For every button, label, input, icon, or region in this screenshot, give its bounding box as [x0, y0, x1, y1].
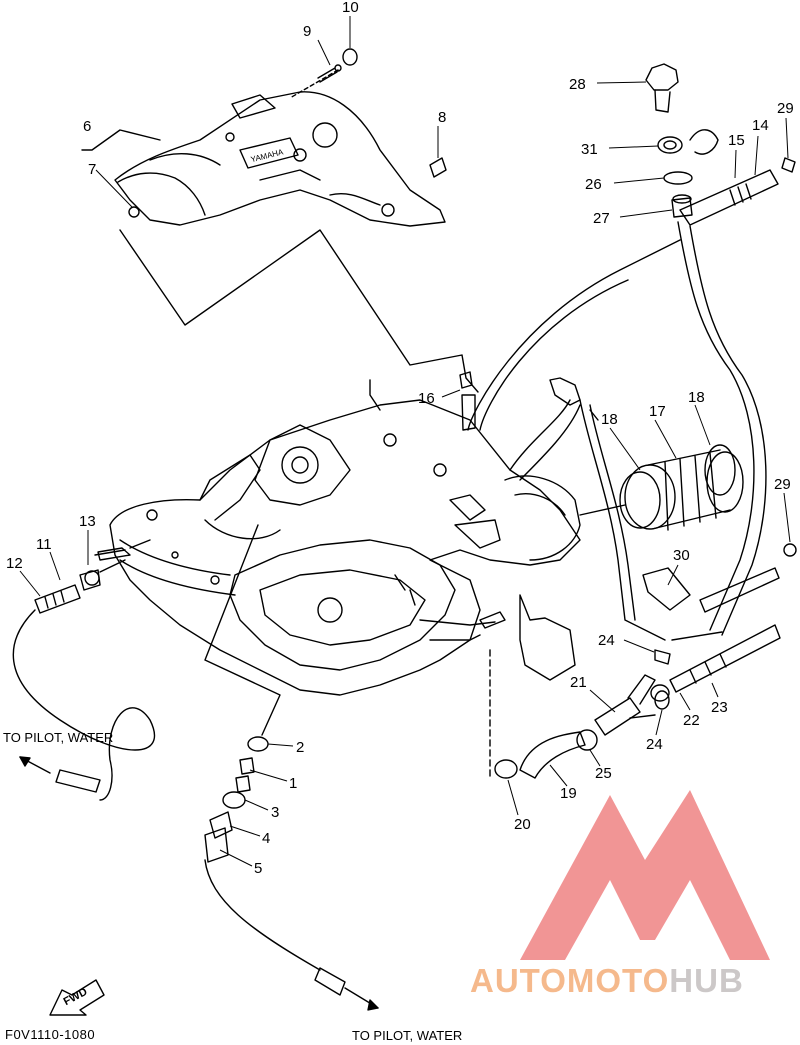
callout-16: 16	[418, 390, 435, 407]
callout-5: 5	[254, 860, 263, 877]
watermark-logo	[520, 790, 770, 960]
flex-joint-17	[624, 449, 744, 531]
callout-31: 31	[581, 141, 598, 158]
callout-24-bottom: 24	[646, 736, 663, 753]
callout-29-right: 29	[774, 476, 791, 493]
callout-18-left: 18	[601, 411, 618, 428]
pipe-right-29	[699, 543, 797, 613]
screw-9	[289, 64, 342, 99]
callout-6: 6	[83, 118, 92, 135]
callout-28: 28	[569, 76, 586, 93]
clamp-18-left	[619, 471, 661, 529]
engine-block	[94, 399, 581, 696]
callout-21: 21	[570, 674, 587, 691]
clamp-18-right	[704, 444, 736, 496]
callout-19: 19	[560, 785, 577, 802]
clip-8	[429, 157, 447, 178]
pilot-hose-left	[12, 559, 156, 801]
callout-22: 22	[683, 712, 700, 729]
watermark-text-a: AUTOMOTO	[470, 962, 670, 999]
fwd-arrow	[49, 979, 105, 1016]
yamaha-emblem: YAMAHA	[250, 147, 285, 164]
callout-25: 25	[595, 765, 612, 782]
clamp-24-top	[654, 649, 671, 665]
note-to-pilot-water-bottom: TO PILOT, WATER	[352, 1028, 463, 1043]
note-to-pilot-water-left: TO PILOT, WATER	[3, 730, 114, 745]
callout-30: 30	[673, 547, 690, 564]
callout-14: 14	[752, 117, 769, 134]
callout-2: 2	[296, 739, 305, 756]
callout-9: 9	[303, 23, 312, 40]
filler-hose	[671, 169, 779, 641]
callout-13: 13	[79, 513, 96, 530]
grommet-7	[128, 206, 140, 218]
callout-12: 12	[6, 555, 23, 572]
clamp-29-top	[781, 157, 796, 173]
callout-11: 11	[36, 536, 52, 553]
y-joint-21	[594, 674, 656, 736]
hose-22-23	[650, 624, 781, 702]
callout-10: 10	[342, 0, 359, 16]
callout-8: 8	[438, 109, 447, 126]
callout-7: 7	[88, 161, 97, 178]
callout-15: 15	[728, 132, 745, 149]
callout-26: 26	[585, 176, 602, 193]
callout-17: 17	[649, 403, 666, 420]
callout-29-top: 29	[777, 100, 794, 117]
callout-1: 1	[289, 775, 298, 792]
tube-30	[642, 567, 691, 611]
watermark-text: AUTOMOTOHUB	[470, 962, 744, 1000]
callout-3: 3	[271, 804, 280, 821]
elbow-hose-19	[519, 731, 586, 779]
fitting-27	[671, 194, 693, 218]
seal-26	[663, 171, 693, 185]
tube-16	[459, 239, 681, 431]
callout-18-right: 18	[688, 389, 705, 406]
clamp-25	[576, 729, 598, 751]
intake-hose	[504, 377, 581, 561]
callout-27: 27	[593, 210, 610, 227]
callout-24-top: 24	[598, 632, 615, 649]
cap-10	[342, 48, 358, 66]
clamp-24-bottom	[654, 690, 670, 710]
callout-23: 23	[711, 699, 728, 716]
washer-31	[657, 129, 719, 155]
callout-20: 20	[514, 816, 531, 833]
clamp-20	[494, 759, 518, 779]
watermark-text-b: HUB	[669, 962, 744, 999]
drawing-code: F0V1110-1080	[5, 1027, 96, 1042]
engine-top-cover: YAMAHA	[114, 91, 446, 227]
resonator-box	[519, 594, 576, 681]
callout-4: 4	[262, 830, 271, 847]
cap-28	[645, 63, 679, 113]
